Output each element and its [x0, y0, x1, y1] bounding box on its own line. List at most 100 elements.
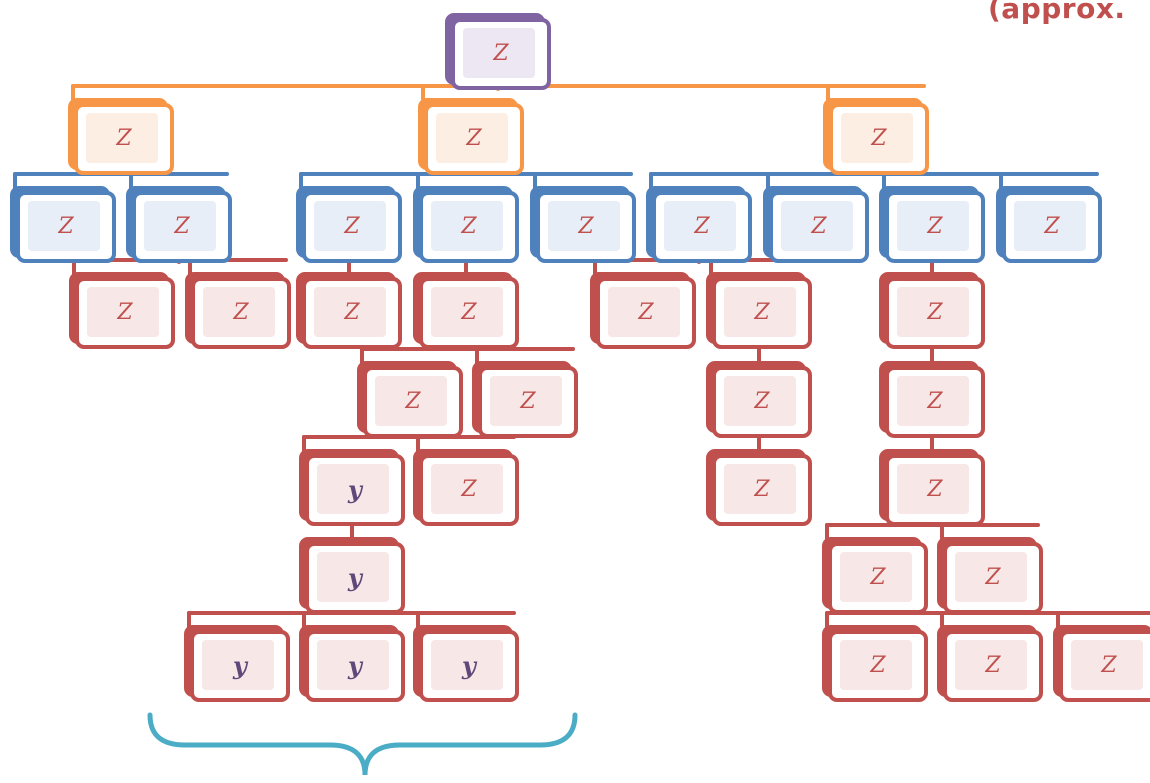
node-frame: Z — [712, 277, 812, 349]
node-b2x1b: Z — [413, 449, 523, 531]
node-label: Z — [927, 477, 943, 502]
node-frame: Z — [536, 191, 636, 263]
node-label: Z — [466, 126, 482, 151]
node-c1x: Z — [590, 272, 700, 354]
node-label: Z — [871, 126, 887, 151]
node-y1: y — [184, 625, 294, 707]
node-label: Z — [493, 41, 509, 66]
node-label: Z — [58, 214, 74, 239]
node-label: Z — [927, 214, 943, 239]
node-frame: y — [305, 630, 405, 702]
node-label: Z — [578, 214, 594, 239]
node-frame: Z — [302, 277, 402, 349]
node-frame: Z — [769, 191, 869, 263]
node-c3x2b: Z — [937, 537, 1047, 619]
node-b3: Z — [530, 186, 640, 268]
node-l1c: Z — [823, 98, 933, 180]
node-fill — [144, 201, 216, 251]
node-l1b: Z — [418, 98, 528, 180]
approx-word: approx. — [1001, 0, 1126, 25]
node-frame: Z — [943, 542, 1043, 614]
node-fill — [897, 287, 969, 337]
node-a2x: Z — [69, 272, 179, 354]
node-a2: Z — [126, 186, 236, 268]
node-frame: Z — [885, 454, 985, 526]
node-label: Z — [233, 300, 249, 325]
node-label: Z — [870, 565, 886, 590]
node-frame: Z — [191, 277, 291, 349]
node-fill — [841, 113, 913, 163]
node-frame: Z — [16, 191, 116, 263]
node-label: Z — [927, 300, 943, 325]
node-c1y2: Z — [706, 449, 816, 531]
node-b2x2: Z — [472, 361, 582, 443]
node-label: Z — [405, 389, 421, 414]
node-frame: Z — [424, 103, 524, 175]
node-frame: Z — [596, 277, 696, 349]
node-label: y — [462, 651, 476, 680]
node-frame: y — [190, 630, 290, 702]
node-fill — [724, 287, 796, 337]
node-fill — [431, 464, 503, 514]
node-fill — [781, 201, 853, 251]
node-fill — [608, 287, 680, 337]
approx-note: (approx. — [988, 0, 1126, 25]
node-label: Z — [754, 389, 770, 414]
node-c1y: Z — [706, 272, 816, 354]
node-label: Z — [985, 653, 1001, 678]
node-frame: Z — [829, 103, 929, 175]
node-fill — [664, 201, 736, 251]
node-frame: y — [419, 630, 519, 702]
node-b1x: Z — [296, 272, 406, 354]
node-c1y1: Z — [706, 361, 816, 443]
node-y2: y — [299, 625, 409, 707]
node-label: Z — [985, 565, 1001, 590]
node-frame: Z — [302, 191, 402, 263]
node-label: Z — [811, 214, 827, 239]
node-fill — [897, 464, 969, 514]
node-c3x2b3: Z — [1053, 625, 1150, 707]
node-fill — [87, 287, 159, 337]
node-frame: Z — [828, 542, 928, 614]
node-frame: Z — [74, 103, 174, 175]
node-fill — [724, 464, 796, 514]
node-fill — [1071, 640, 1143, 690]
node-fill — [317, 640, 389, 690]
node-fill — [840, 640, 912, 690]
node-b2x1: Z — [357, 361, 467, 443]
node-label: Z — [344, 214, 360, 239]
node-fill — [375, 376, 447, 426]
node-y3: y — [413, 625, 523, 707]
node-frame: Z — [885, 366, 985, 438]
node-a1: Z — [10, 186, 120, 268]
node-fill — [317, 552, 389, 602]
node-frame: Z — [943, 630, 1043, 702]
node-fill — [955, 640, 1027, 690]
node-frame: Z — [363, 366, 463, 438]
node-frame: y — [305, 542, 405, 614]
node-fill — [1014, 201, 1086, 251]
node-label: Z — [116, 126, 132, 151]
node-c2: Z — [763, 186, 873, 268]
node-frame: Z — [1002, 191, 1102, 263]
node-c3x: Z — [879, 272, 989, 354]
node-frame: Z — [419, 277, 519, 349]
node-label: y — [348, 651, 362, 680]
node-c3: Z — [879, 186, 989, 268]
node-frame: Z — [451, 18, 551, 90]
node-label: Z — [520, 389, 536, 414]
node-frame: Z — [75, 277, 175, 349]
node-b2x1a: y — [299, 449, 409, 531]
node-fill — [314, 201, 386, 251]
node-b1: Z — [296, 186, 406, 268]
node-l1a: Z — [68, 98, 178, 180]
node-label: Z — [461, 477, 477, 502]
node-label: Z — [927, 389, 943, 414]
node-frame: Z — [419, 191, 519, 263]
node-fill — [436, 113, 508, 163]
node-fill — [314, 287, 386, 337]
node-label: Z — [117, 300, 133, 325]
node-c3x2a: Z — [822, 537, 932, 619]
node-label: Z — [870, 653, 886, 678]
